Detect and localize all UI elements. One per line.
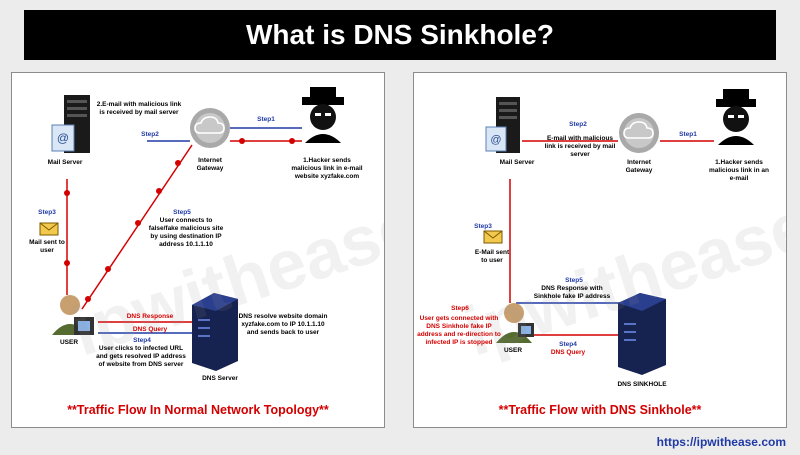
step1-label: Step1 xyxy=(679,131,697,138)
sinkhole-caption: **Traffic Flow with DNS Sinkhole** xyxy=(498,403,702,417)
svg-text:@: @ xyxy=(57,131,69,145)
mail-sent-label: Mail sent to user xyxy=(29,239,65,254)
step5-label: Step5 xyxy=(565,277,583,284)
step6-text: User gets connected with DNS Sinkhole fa… xyxy=(417,315,501,346)
gateway-label: Internet Gateway xyxy=(196,157,224,172)
step2-text: 2.E-mail with malicious link is received… xyxy=(96,101,182,116)
dns-resolve-text: DNS resolve website domain xyzfake.com t… xyxy=(238,313,328,336)
step4-text: User clicks to infected URL and gets res… xyxy=(96,345,186,368)
normal-diagram: @ xyxy=(39,87,344,371)
mail-server-label: Mail Server xyxy=(47,159,83,166)
hacker-text: 1.Hacker sends malicious link in e-mail … xyxy=(291,157,363,180)
dns-response-label: DNS Response xyxy=(126,313,174,320)
user-label: USER xyxy=(59,339,79,346)
page-title: What is DNS Sinkhole? xyxy=(245,19,555,50)
internet-gateway-icon xyxy=(190,108,230,148)
step1-label: Step1 xyxy=(257,116,275,123)
hacker-text: 1.Hacker sends malicious link in an e-ma… xyxy=(709,159,769,182)
internet-gateway-icon xyxy=(619,113,659,153)
mail-server-label: Mail Server xyxy=(499,159,535,166)
mail-server-icon: @ xyxy=(485,97,520,153)
dns-sinkhole-icon xyxy=(618,293,666,375)
dns-sinkhole-label: DNS SINKHOLE xyxy=(617,381,667,388)
mail-sent-label: E-Mail sent to user xyxy=(474,249,510,264)
dns-query-label: DNS Query xyxy=(550,349,586,356)
mail-server-icon: @ xyxy=(51,95,90,153)
user-icon xyxy=(496,303,534,343)
line-user-gateway xyxy=(81,144,193,310)
path-markers xyxy=(64,138,295,302)
step4-label: Step4 xyxy=(559,341,577,348)
site-url[interactable]: https://ipwithease.com xyxy=(656,435,786,449)
step4-label: Step4 xyxy=(133,337,151,344)
envelope-icon xyxy=(483,230,503,244)
step5-text: DNS Response with Sinkhole fake IP addre… xyxy=(533,285,611,300)
user-label: USER xyxy=(503,347,523,354)
normal-topology-panel: @ xyxy=(11,72,385,428)
svg-text:@: @ xyxy=(490,134,501,146)
step5-label: Step5 xyxy=(173,209,191,216)
step2-text: E-mail with malicious link is received b… xyxy=(544,135,616,158)
dns-server-label: DNS Server xyxy=(202,375,238,382)
sinkhole-panel: @ xyxy=(413,72,787,428)
step2-label: Step2 xyxy=(141,131,159,138)
hacker-icon xyxy=(302,87,344,143)
user-icon xyxy=(52,295,94,335)
step3-label: Step3 xyxy=(38,209,56,216)
dns-server-icon xyxy=(192,293,238,371)
title-bar: What is DNS Sinkhole? xyxy=(24,10,776,60)
envelope-icon xyxy=(39,222,59,236)
step2-label: Step2 xyxy=(569,121,587,128)
hacker-icon xyxy=(716,89,756,145)
sinkhole-diagram: @ xyxy=(483,89,756,375)
gateway-label: Internet Gateway xyxy=(625,159,653,174)
normal-caption: **Traffic Flow In Normal Network Topolog… xyxy=(67,403,329,417)
step5-text: User connects to false/fake malicious si… xyxy=(148,217,224,248)
step6-label: Step6 xyxy=(451,305,469,312)
dns-query-label: DNS Query xyxy=(132,326,168,333)
step3-label: Step3 xyxy=(474,223,492,230)
